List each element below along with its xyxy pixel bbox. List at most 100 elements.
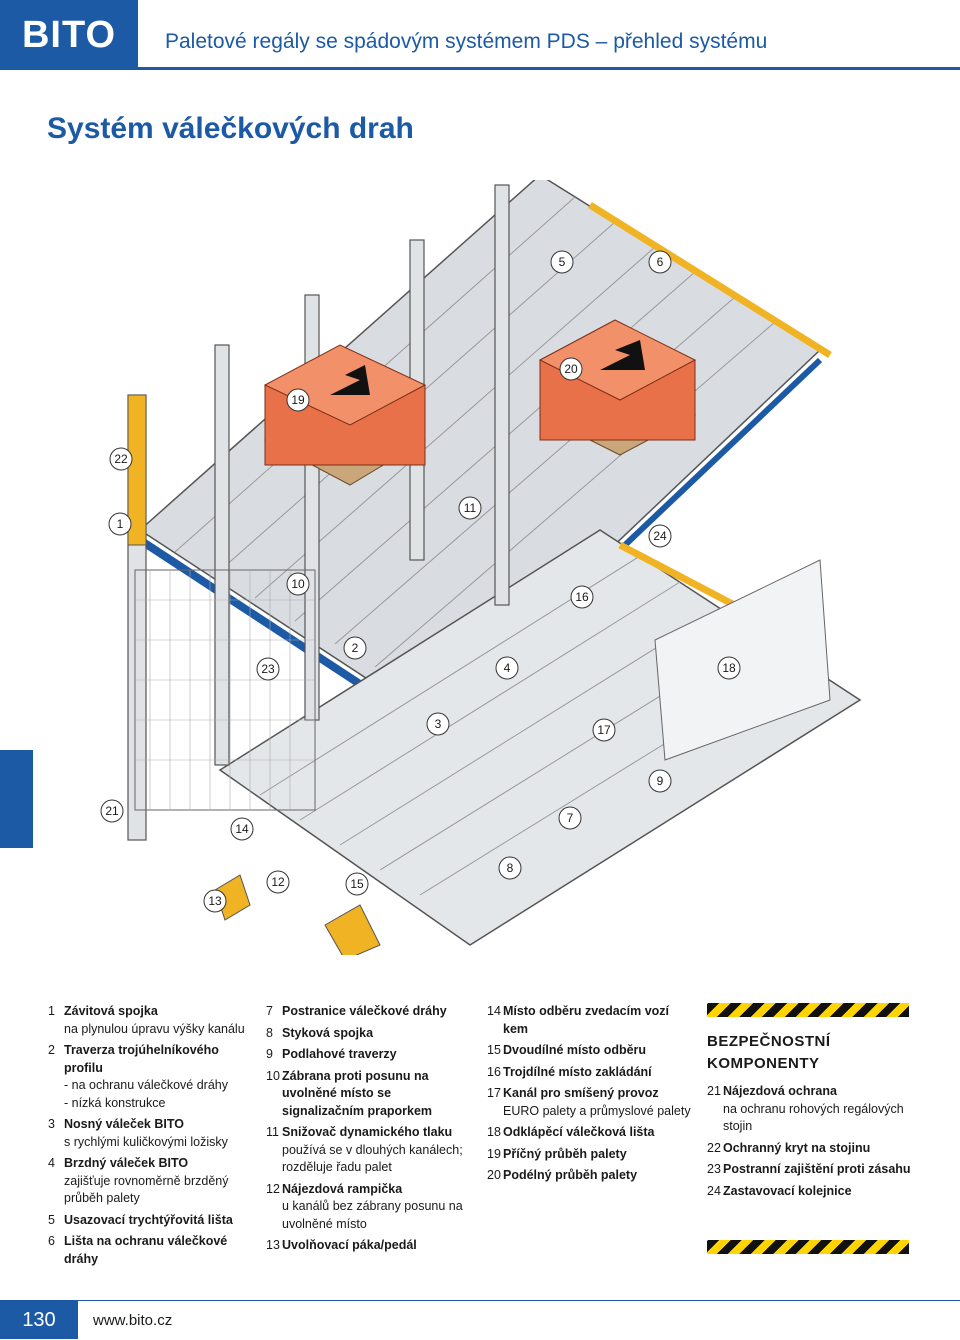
callout-label-23: 23 [261,662,275,676]
bito-logo: BITO [0,0,138,70]
legend-item-text: Dvoudílné místo odběru [503,1042,646,1060]
legend-item-title: Zábrana proti posunu na uvolněné místo s… [282,1068,433,1118]
callout-1 [108,512,132,536]
callout-label-17: 17 [597,723,611,737]
legend-item-number: 6 [48,1234,55,1248]
legend-item-title: Zastavovací kolejnice [723,1183,852,1198]
legend-item-number: 4 [48,1156,55,1170]
callout-label-21: 21 [105,804,119,818]
header-rule [138,67,960,70]
page-footer: 130 www.bito.cz [0,1300,960,1339]
page-header: BITO Paletové regály se spádovým systéme… [0,0,960,70]
legend-item-text: Uvolňovací páka/pedál [282,1237,417,1255]
callout-label-9: 9 [657,774,664,788]
callout-2 [343,636,367,660]
callout-5 [550,250,574,274]
legend-item-number: 3 [48,1117,55,1131]
callout-label-5: 5 [559,255,566,269]
legend-item-description: EURO palety a průmyslové palety [503,1103,691,1118]
callout-label-4: 4 [504,661,511,675]
callout-label-13: 13 [208,894,222,908]
callout-9 [648,769,672,793]
legend-item-number: 5 [48,1212,55,1227]
callout-16 [570,585,594,609]
upright-protector [127,394,147,546]
header-title: Paletové regály se spádovým systémem PDS… [165,30,768,53]
legend-item-text: Lišta na ochranu válečkové dráhy [64,1233,248,1268]
legend-item-number: 18 [487,1125,501,1139]
callout-15 [345,872,369,896]
legend-item-text: Podélný průběh palety [503,1167,637,1185]
callout-13 [203,889,227,913]
legend-item-text: Zábrana proti posunu na uvolněné místo s… [282,1068,476,1121]
legend-item-description: používá se v dlouhých kanálech; rozděluj… [282,1142,463,1175]
callout-10 [286,572,310,596]
callout-label-15: 15 [350,877,364,891]
legend-item-text: Traverza trojúhelníkového profilu- na oc… [64,1042,248,1112]
side-mesh-guard [134,569,316,811]
legend-item-title: Odklápěcí válečková lišta [503,1125,655,1139]
flip-roller-section [654,559,831,761]
legend-item-title: Trojdílné místo zakládání [503,1064,652,1079]
legend-item-title: Ochranný kryt na stojinu [723,1140,871,1155]
legend-item-title: Uvolňovací páka/pedál [282,1238,417,1252]
callout-21 [100,799,124,823]
legend-item-number: 16 [487,1064,501,1079]
legend-item-number: 12 [266,1181,280,1196]
footer-rule [0,1300,960,1301]
website-link[interactable]: www.bito.cz [93,1312,173,1329]
safety-components-heading: BEZPEČNOSTNÍ KOMPONENTY [707,1033,831,1072]
legend-item-title: Místo odběru zvedacím vozí kem [503,1004,670,1036]
pallet-load-1 [263,344,427,486]
legend-item-description: - na ochranu válečkové dráhy - nízká kon… [64,1078,228,1110]
logo-text: BITO [21,14,117,56]
callout-markers [100,250,741,913]
legend-item-number: 20 [487,1168,501,1182]
legend-item-number: 15 [487,1043,501,1057]
legend-item-title: Podélný průběh palety [503,1168,638,1182]
page-title: Systém válečkových drah [47,112,414,145]
callout-label-14: 14 [235,822,249,836]
callout-4 [495,656,519,680]
callout-label-10: 10 [291,577,305,591]
callout-6 [648,250,672,274]
legend-item-number: 10 [266,1068,280,1083]
callout-label-24: 24 [653,529,667,543]
callout-label-11: 11 [464,501,477,515]
callout-11 [458,496,482,520]
legend-item-description: s rychlými kuličkovými ložisky [64,1134,228,1149]
entry-ramp [324,904,381,955]
legend-item-title: Příčný průběh palety [503,1146,627,1161]
legend-item-number: 7 [266,1004,273,1018]
callout-label-16: 16 [575,590,589,604]
legend-item-description: zajišťuje rovnoměrně brzděný průběh pale… [64,1173,229,1206]
legend-item-title: Styková spojka [282,1025,374,1040]
legend-item: 5 Usazovací trychtýřovitá lišta [48,1212,248,1230]
callout-17 [592,718,616,742]
legend-item-title: Nájezdová ochrana [723,1084,837,1098]
legend-item-text: Usazovací trychtýřovitá lišta [64,1212,233,1230]
legend-item-number: 13 [266,1238,280,1252]
callout-18 [717,656,741,680]
callout-label-3: 3 [435,717,442,731]
